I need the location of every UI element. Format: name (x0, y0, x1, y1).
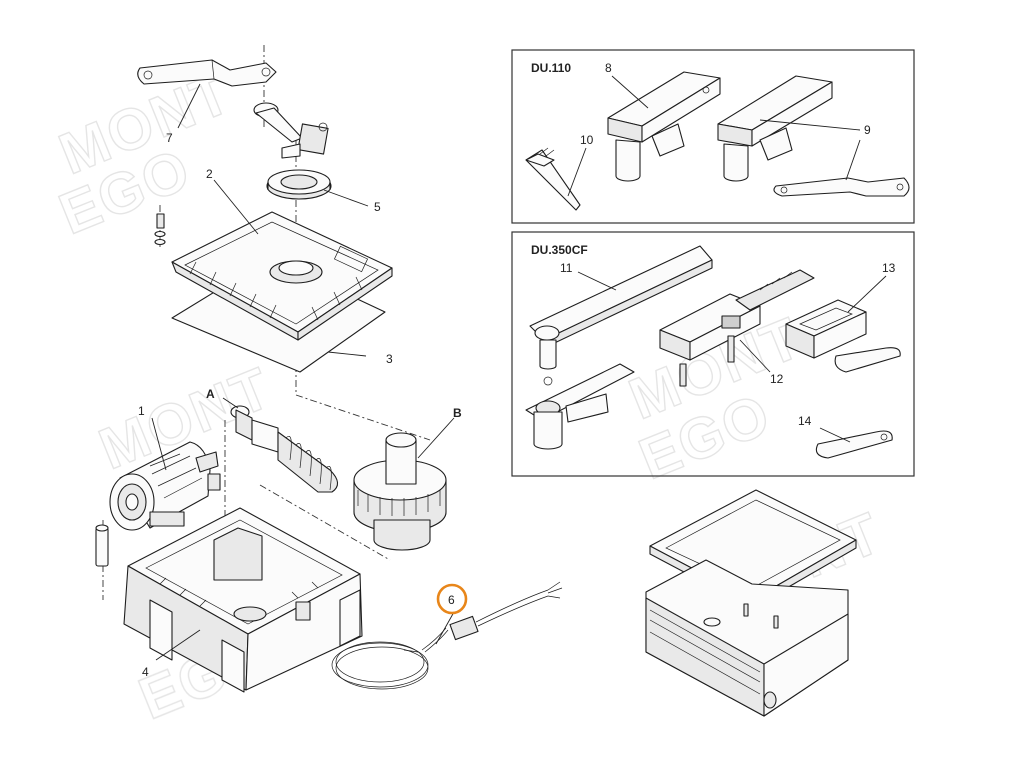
part-8-release-lever (607, 71, 721, 182)
callout-11: 11 (560, 261, 573, 275)
cover-screw (154, 213, 166, 246)
part-10-hex-key (525, 147, 581, 211)
dowel-pin (95, 524, 109, 567)
callout-5: 5 (374, 200, 381, 214)
callout-10: 10 (580, 133, 594, 147)
callout-2: 2 (206, 167, 213, 181)
part-4-housing (123, 507, 363, 693)
lower-arm (525, 363, 635, 450)
part-5-bearing-ring (266, 169, 332, 200)
crank-arm (253, 102, 329, 159)
callout-labels: 7 2 5 3 A B 1 4 6 8 9 10 11 12 13 14 (138, 61, 896, 679)
callout-b: B (453, 406, 462, 420)
cover-ribs (189, 261, 363, 321)
part-6-cable (331, 581, 563, 690)
part-11-arm (529, 245, 713, 386)
callout-12: 12 (770, 372, 784, 386)
leader-lines (151, 75, 887, 661)
callout-14: 14 (798, 414, 812, 428)
callout-13: 13 (882, 261, 896, 275)
foundation-box (645, 489, 857, 717)
highlight-circle-part-6 (436, 583, 468, 615)
du350cf-title: DU.350CF (531, 243, 588, 257)
callout-3: 3 (386, 352, 393, 366)
callout-8: 8 (605, 61, 612, 75)
callout-a: A (206, 387, 215, 401)
part-1-motor (109, 441, 221, 531)
worm-threads (285, 436, 332, 491)
callout-4: 4 (142, 665, 149, 679)
part-9-release-lever (717, 75, 910, 197)
part-14-key (815, 430, 893, 459)
part-12-release-unit (659, 269, 815, 387)
callout-1: 1 (138, 404, 145, 418)
du350cf-panel: DU.350CF (511, 231, 915, 477)
part-2-cover (171, 211, 393, 341)
part-a-worm-shaft (230, 405, 339, 493)
callout-7: 7 (166, 131, 173, 145)
callout-6: 6 (448, 593, 455, 607)
part-b-gear (353, 432, 447, 551)
du110-panel: DU.110 (511, 49, 915, 224)
du110-title: DU.110 (531, 61, 571, 75)
housing-ribs (159, 577, 319, 607)
part-7-lever-arm (137, 59, 277, 87)
part-13-lock-housing (785, 299, 901, 373)
callout-9: 9 (864, 123, 871, 137)
